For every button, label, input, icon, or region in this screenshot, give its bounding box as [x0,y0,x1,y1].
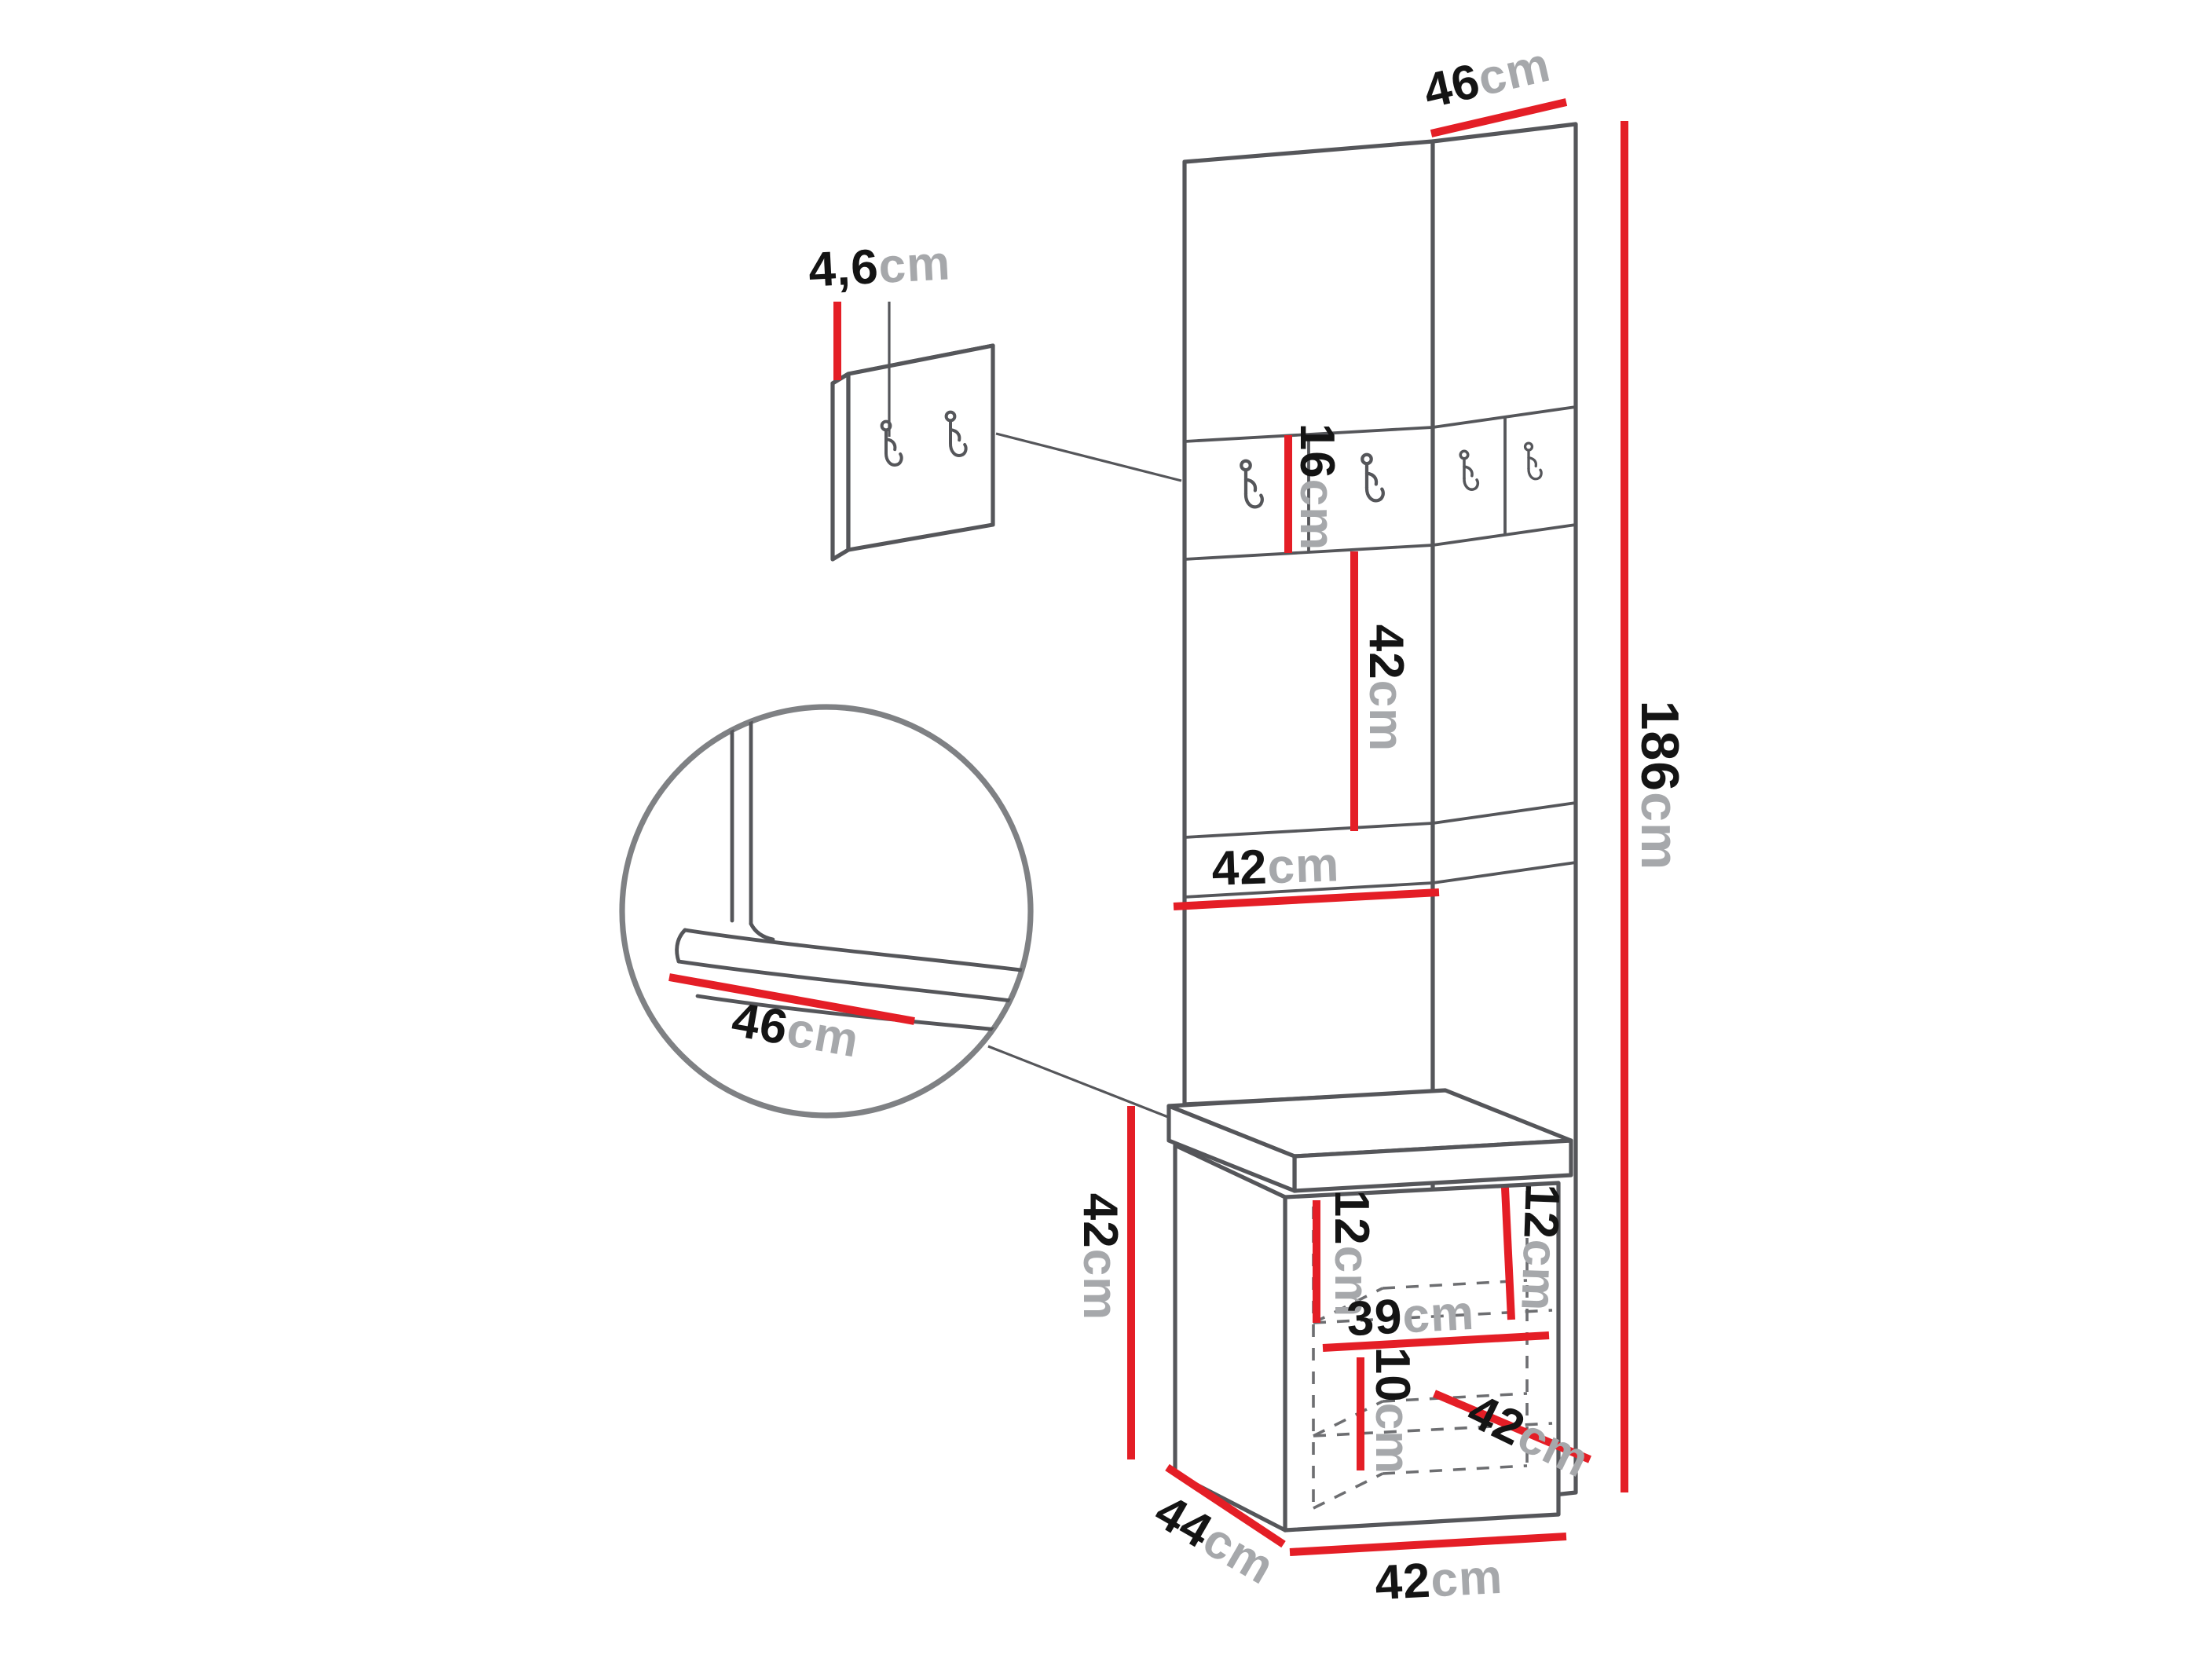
hidden-line [1382,1279,1528,1290]
panel-seam [1184,822,1434,839]
detail-seat-front-edge [676,959,1027,1005]
panel-seam [1184,881,1434,899]
wall-panel-front [846,343,995,552]
panel-seam [1432,523,1577,547]
panel-seam [1184,426,1434,443]
cabinet-left-face [1173,1143,1287,1533]
dim-label-inner-width: 39cm [1346,1286,1476,1346]
seat-detail-circle [619,704,1173,1120]
wall-hook-panel [830,302,1182,562]
dimension-line-seat-detail-depth [668,973,915,1025]
panel-to-hooks-leader-line [995,432,1182,482]
dimension-line-side-depth [1433,1390,1591,1463]
detail-seat-bottom-edge [695,994,1008,1033]
dim-label-bench-width: 42cm [1374,1550,1504,1610]
panel-left-face [1182,139,1435,1107]
detail-circle-outline [619,704,1034,1119]
detail-corner-curve [749,921,775,942]
hidden-line [1382,1392,1528,1403]
dim-label-panel-width: 42cm [1210,838,1340,897]
dim-label-total-height: 186cm [1630,701,1690,871]
seat-left-face [1166,1104,1297,1193]
dimension-line-inner-width [1322,1331,1550,1352]
panel-seam [1432,801,1577,825]
dimension-lines [833,98,1628,1556]
circle-to-bench-leader-line [987,1045,1173,1120]
wall-panel-side-edge [830,372,851,562]
dim-label-hook-strip-height: 16cm [1290,423,1344,551]
dim-label-inner-left-height: 12cm [1324,1190,1379,1318]
dimension-labels: 46cm 4,6cm 16cm 42cm 186cm 42cm 46cm 42c… [728,38,1690,1611]
dim-label-plinth-height: 10cm [1365,1347,1419,1475]
dimension-line-bench-width [1289,1533,1567,1556]
dimension-line-inner-right-height [1501,1187,1515,1320]
bench-cabinet [1166,1088,1573,1533]
detail-seat-top-edge [683,928,1030,973]
hidden-line [1382,1464,1528,1475]
detail-seat-cap [675,928,687,964]
dim-label-upper-section-height: 42cm [1359,624,1413,753]
panel-seam [1432,861,1577,884]
dim-label-seat-detail-depth: 46cm [728,993,863,1068]
dimension-line-bench-depth [1165,1463,1286,1548]
dim-label-bench-height: 42cm [1073,1193,1127,1321]
dimension-line-top-width [1430,98,1568,137]
dimension-line-panel-width [1173,888,1440,910]
dim-label-inner-right-height: 12cm [1511,1183,1569,1313]
bench-seat-cushion [1166,1088,1573,1193]
dim-label-panel-thickness: 4,6cm [808,236,952,298]
